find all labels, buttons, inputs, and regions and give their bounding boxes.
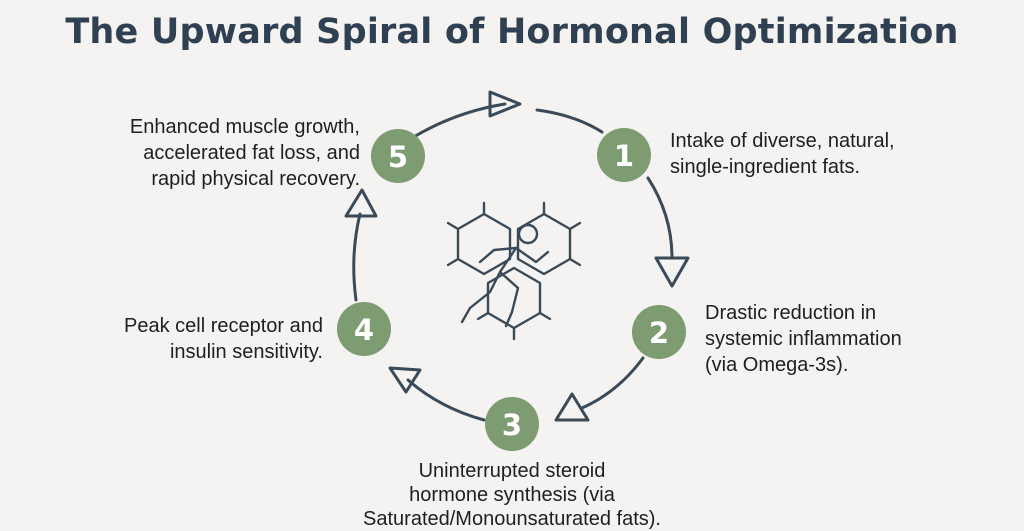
page-title: The Upward Spiral of Hormonal Optimizati… bbox=[65, 12, 959, 52]
step-node-4: 4 bbox=[337, 302, 391, 356]
step-number-3: 3 bbox=[502, 408, 522, 442]
step-2-label: Drastic reduction in systemic inflammati… bbox=[705, 302, 902, 376]
step-node-5: 5 bbox=[371, 129, 425, 183]
step-node-3: 3 bbox=[485, 397, 539, 451]
arrowhead-icon bbox=[654, 256, 690, 288]
cycle-arrow-2-to-3 bbox=[580, 356, 645, 410]
cycle-arrow-3-to-4 bbox=[406, 378, 486, 422]
step-node-2: 2 bbox=[632, 305, 686, 359]
cycle-arrow-4-to-5 bbox=[352, 212, 362, 302]
cycle-arrow-5-to-1 bbox=[410, 102, 507, 140]
step-number-1: 1 bbox=[614, 139, 634, 173]
arrowhead-icon bbox=[488, 90, 522, 118]
step-4-label: Peak cell receptor and insulin sensitivi… bbox=[123, 315, 323, 363]
running-figure-molecule-icon bbox=[446, 201, 582, 341]
step-1-label: Intake of diverse, natural, single-ingre… bbox=[670, 130, 895, 178]
arrowhead-icon bbox=[344, 188, 378, 218]
step-3-label: Uninterrupted steroid hormone synthesis … bbox=[363, 460, 661, 530]
step-number-4: 4 bbox=[354, 313, 374, 347]
step-number-2: 2 bbox=[649, 316, 669, 350]
step-5-label: Enhanced muscle growth, accelerated fat … bbox=[129, 116, 360, 190]
cycle-arrow-top-to-1 bbox=[535, 108, 604, 134]
step-node-1: 1 bbox=[597, 128, 651, 182]
step-number-5: 5 bbox=[388, 140, 408, 174]
arrowhead-icon bbox=[388, 366, 422, 394]
cycle-arrow-1-to-2 bbox=[646, 176, 674, 260]
arrowhead-icon bbox=[554, 392, 590, 422]
